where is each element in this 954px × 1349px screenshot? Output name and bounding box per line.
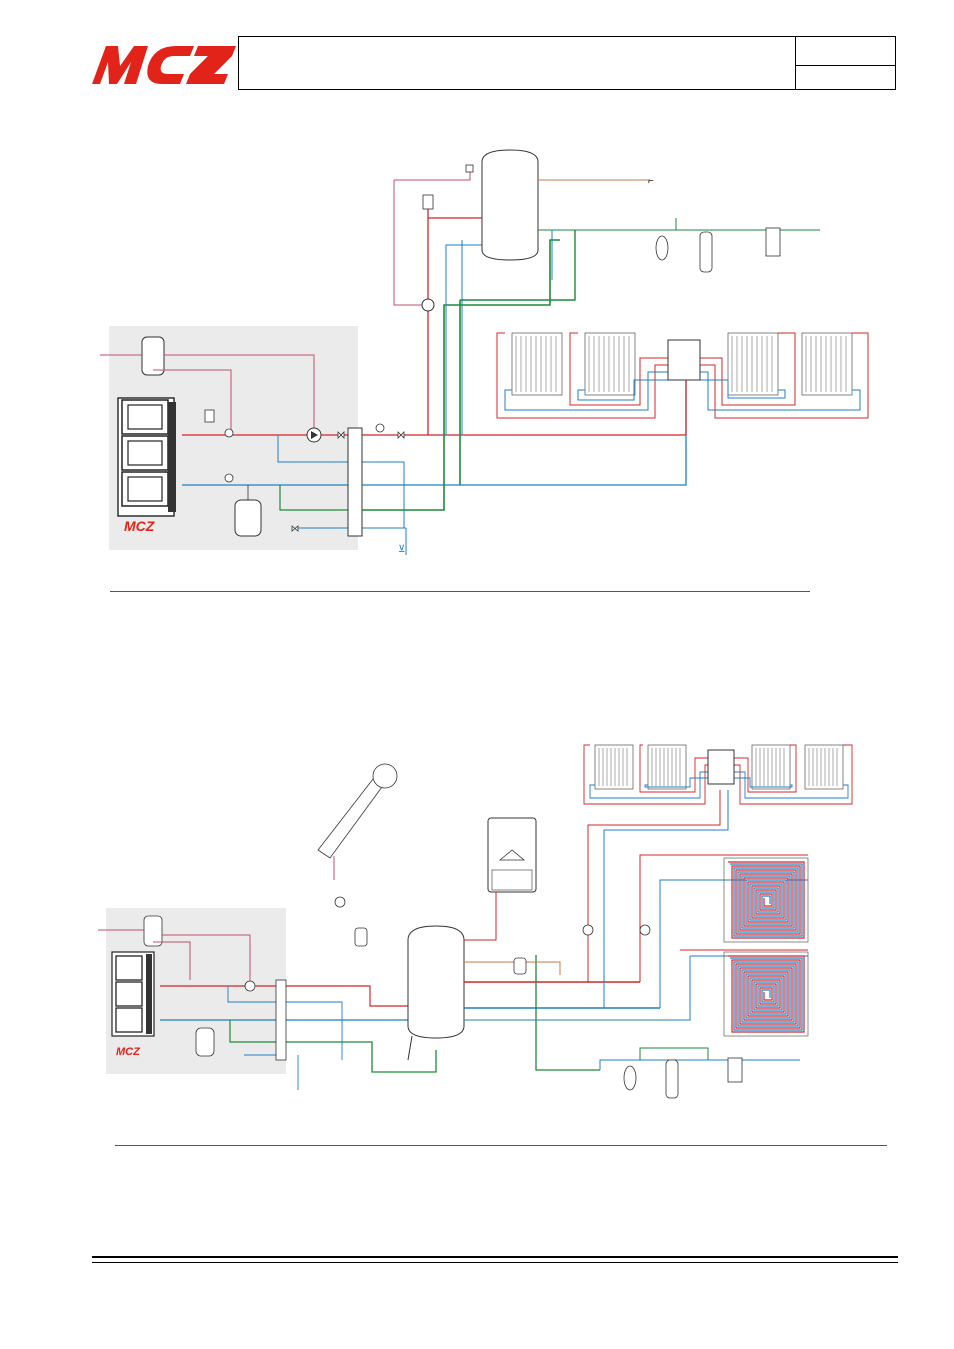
svg-text:⌐: ⌐ xyxy=(648,176,654,187)
floor-heating-2 xyxy=(723,951,809,1037)
title-block xyxy=(238,36,896,90)
hydraulic-scheme-2: MCZ xyxy=(98,744,853,1099)
hydraulic-scheme-1: MCZ ⊻ ⌐ xyxy=(100,149,869,555)
title-block-reference-cell xyxy=(795,37,896,89)
section-divider-1 xyxy=(110,591,810,592)
thermo-stove xyxy=(117,397,176,517)
svg-text:MCZ: MCZ xyxy=(124,518,155,534)
floor-heating-1 xyxy=(723,857,809,943)
thermo-stove-2 xyxy=(111,951,155,1037)
svg-text:⊻: ⊻ xyxy=(398,544,405,555)
hydraulic-separator xyxy=(347,427,363,537)
solar-collector xyxy=(317,763,398,859)
mcz-mini-logo: MCZ xyxy=(124,518,155,534)
footer-rule-thin xyxy=(92,1262,898,1263)
wall-boiler xyxy=(487,817,537,893)
footer-rule xyxy=(92,1256,898,1258)
svg-text:MCZ: MCZ xyxy=(116,1046,141,1058)
expansion-vessel-lower xyxy=(234,499,262,537)
dhw-tank xyxy=(481,149,539,261)
puffer-tank xyxy=(407,925,465,1061)
radiator-group-2 xyxy=(594,744,844,790)
manifold-2 xyxy=(707,749,735,785)
mcz-logo xyxy=(92,42,236,86)
section-divider-2 xyxy=(115,1145,887,1146)
expansion-vessel xyxy=(141,336,165,376)
manifold-1 xyxy=(667,339,701,381)
radiator-group-1 xyxy=(511,332,853,396)
